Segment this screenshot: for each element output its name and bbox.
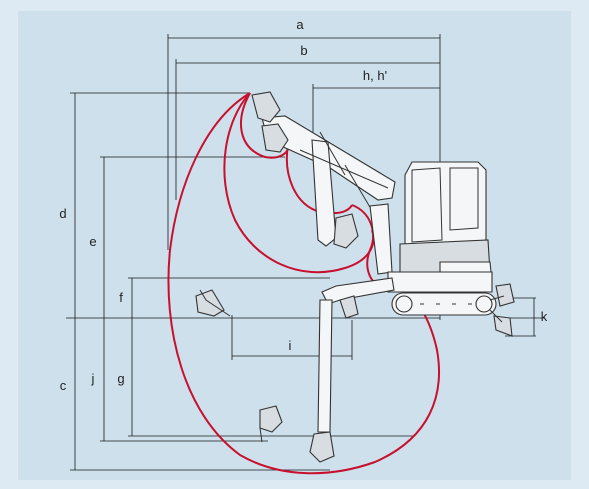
label-hh: h, h': [363, 68, 387, 83]
cab-window-front: [411, 167, 443, 243]
sprocket-wheel: [475, 295, 493, 313]
dim-j-line: [100, 318, 268, 442]
dim-hh-line: [312, 84, 440, 150]
excavator-tracks: [391, 283, 515, 337]
label-k: k: [541, 309, 548, 324]
bucket-reach: [333, 213, 359, 249]
stick-digging: [317, 299, 333, 433]
dozer-arm: [489, 295, 505, 323]
bucket-raised-top: [251, 91, 281, 123]
dim-d-line: [70, 92, 250, 318]
bucket-depth: [309, 431, 335, 463]
label-f: f: [119, 290, 123, 305]
bucket-raised-mid: [261, 123, 289, 153]
bucket-deep-left-link: [259, 427, 263, 443]
dimension-lines: [66, 34, 545, 471]
bucket-far-left-link: [199, 289, 231, 317]
label-b: b: [300, 43, 307, 58]
dim-e-line: [100, 156, 285, 318]
dozer-blade-up: [495, 283, 515, 307]
dim-c-line: [70, 318, 330, 471]
envelope-inner-3: [351, 204, 381, 288]
dim-i-line: [231, 315, 353, 360]
label-g: g: [117, 371, 124, 386]
excavator-arm-raised: [251, 91, 396, 275]
label-a: a: [296, 17, 304, 32]
dim-b-line: [175, 59, 440, 200]
dimension-labels: a b h, h' d e f c j g i k: [59, 17, 547, 393]
track-frame: [391, 292, 497, 316]
label-j: j: [91, 371, 95, 386]
cab-window-side: [449, 167, 479, 231]
boom-cylinder: [299, 131, 389, 189]
excavator-body: [387, 161, 493, 293]
envelope-inner-1: [223, 92, 375, 274]
dozer-blade-down: [493, 315, 513, 337]
label-c: c: [60, 378, 67, 393]
label-d: d: [59, 206, 66, 221]
idler-wheel: [395, 295, 413, 313]
label-i: i: [289, 338, 292, 353]
dim-f-line: [128, 277, 330, 318]
boom-digging: [321, 277, 395, 305]
swing-frame: [387, 271, 493, 293]
label-e: e: [89, 234, 96, 249]
dim-g-line: [128, 318, 415, 437]
bucket-deep-left: [259, 405, 283, 433]
envelope-outer: [167, 92, 440, 475]
bucket-ground: [339, 295, 359, 319]
excavator-arm-digging: [195, 277, 395, 463]
